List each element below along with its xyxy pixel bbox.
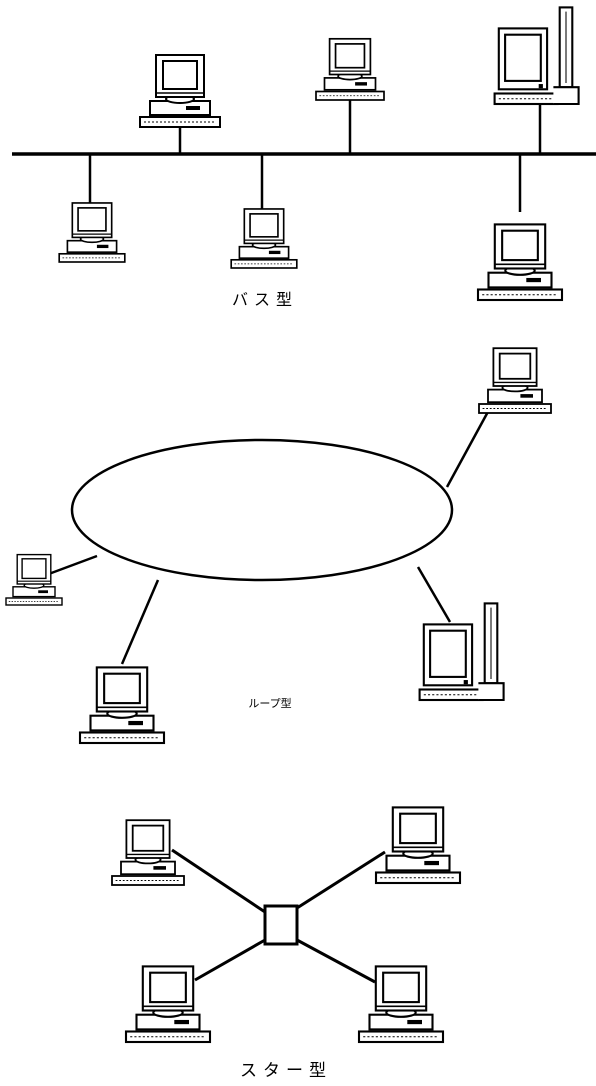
bus-computer-icon [230,208,298,269]
bus-computer-icon [476,223,564,302]
loop-computer-icon [5,553,63,606]
star-topology: スター型 [111,806,462,1081]
loop-computer-icon [478,347,552,414]
loop-spoke-lines [45,407,492,665]
bus-computer-icon [58,202,126,263]
bus-drop-lines [88,100,542,212]
bus-computer-icon [315,37,385,101]
star-spoke-lines [171,848,386,984]
bus-caption: バス型 [232,290,298,309]
star-caption: スター型 [240,1061,332,1081]
loop-caption: ループ型 [248,696,291,710]
bus-computer-icon [139,54,221,128]
loop-workstation-icon [418,602,505,702]
star-computer-icon [357,965,445,1044]
bus-topology: バス型 [12,6,596,309]
star-computer-icon [374,806,462,885]
loop-computer-icon [78,666,166,745]
hub-box-icon [263,904,299,946]
bus-workstation-icon [493,6,580,106]
loop-topology: ループ型 [5,347,552,745]
loop-ring [70,438,454,582]
